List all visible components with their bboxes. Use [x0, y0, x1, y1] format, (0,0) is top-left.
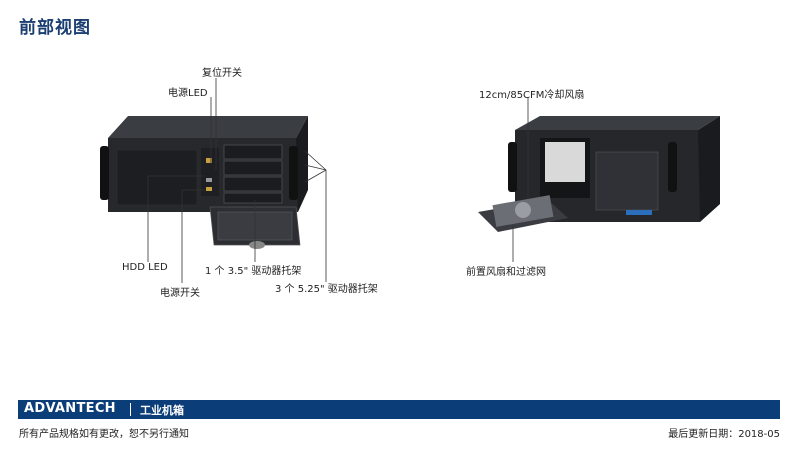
label-front-fan-filter: 前置风扇和过滤网 — [466, 267, 546, 278]
page-title: 前部视图 — [19, 18, 91, 38]
chassis-top — [108, 116, 308, 138]
footer-updated-date: 最后更新日期：2018-05 — [668, 429, 780, 440]
bay-525-3 — [223, 176, 283, 192]
footer-note: 所有产品规格如有更改，恕不另行通知 — [19, 429, 189, 440]
label-reset-switch: 复位开关 — [202, 68, 242, 79]
brand-logo: ADVANTECH — [24, 401, 116, 416]
footer-divider — [130, 403, 131, 416]
right-handle — [289, 146, 298, 200]
label-bay-35: 1 个 3.5" 驱动器托架 — [205, 266, 302, 277]
bay-35 — [223, 192, 283, 204]
label-power-led: 电源LED — [168, 88, 208, 99]
left-handle — [100, 146, 109, 200]
bay-525-1 — [223, 144, 283, 160]
label-bay-525: 3 个 5.25" 驱动器托架 — [275, 284, 378, 295]
footer-category: 工业机箱 — [140, 404, 184, 417]
bay-525-2 — [223, 160, 283, 176]
label-hdd-led: HDD LED — [122, 262, 168, 273]
footer-bar: ADVANTECH 工业机箱 — [18, 400, 780, 419]
label-power-switch: 电源开关 — [160, 288, 200, 299]
label-cooling-fan: 12cm/85CFM冷却风扇 — [479, 90, 585, 101]
